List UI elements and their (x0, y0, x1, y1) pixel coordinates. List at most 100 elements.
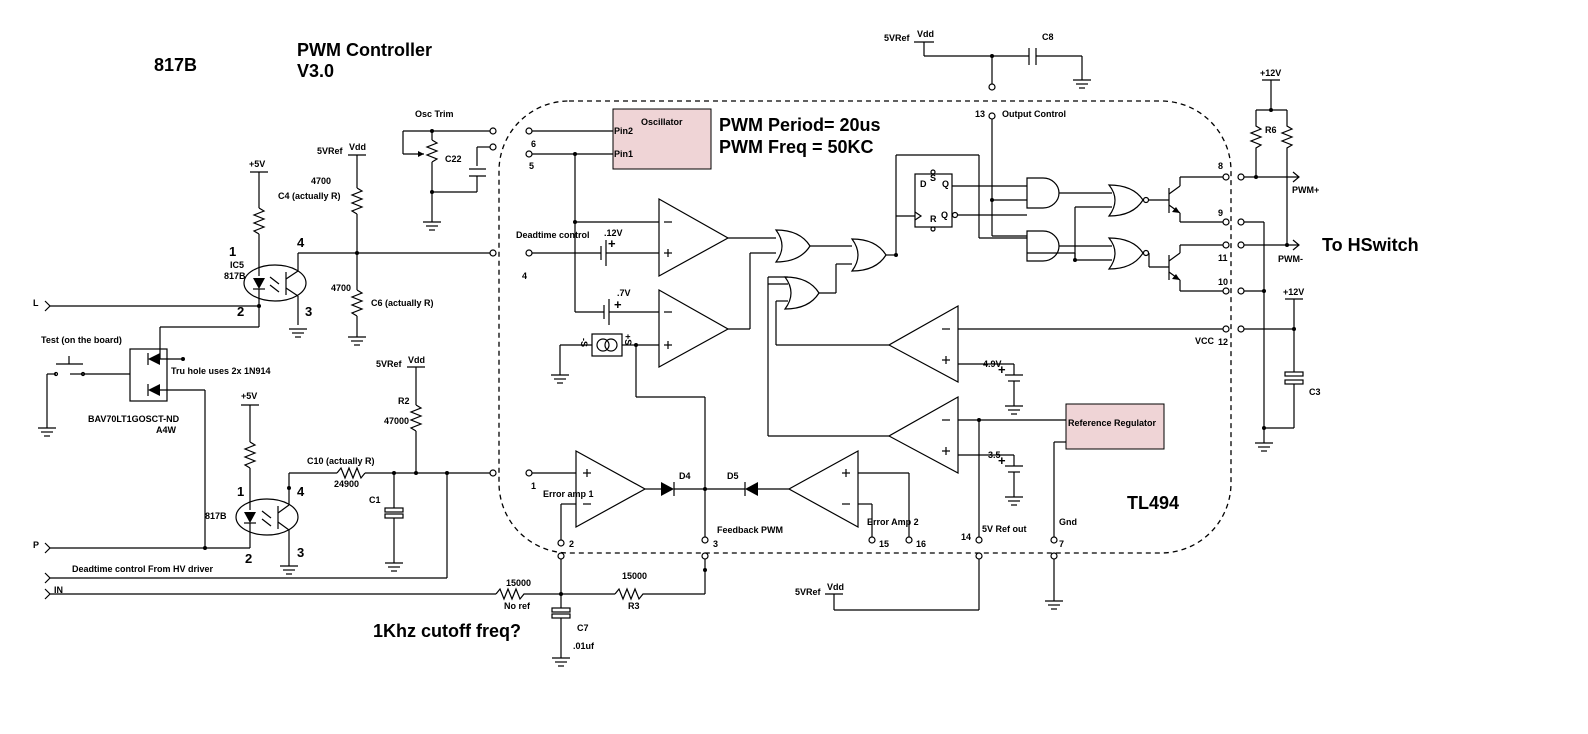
ic5-label: IC5 (230, 260, 244, 270)
pin11-label: 11 (1218, 253, 1228, 263)
pwm-minus-label: PWM- (1278, 254, 1303, 264)
osc-trim (402, 127, 497, 231)
v49-label: 4.9V (983, 359, 1002, 369)
pin15-label: 15 (879, 539, 889, 549)
pin14-label: 14 (961, 532, 971, 542)
output-control-label: Output Control (1002, 109, 1066, 119)
v7-plus: + (614, 297, 622, 312)
title-line2: V3.0 (297, 61, 334, 81)
error-amp2-label: Error Amp 2 (867, 517, 919, 527)
p5v-a-label: +5V (249, 159, 265, 169)
c7-value-label: .01uf (573, 641, 595, 651)
right-pins (958, 79, 1304, 452)
r4700a-label: 4700 (311, 176, 331, 186)
period-line2: PWM Freq = 50KC (719, 137, 874, 157)
title-line1: PWM Controller (297, 40, 432, 60)
ff-d-label: D (920, 179, 927, 189)
r47000-label: 47000 (384, 416, 409, 426)
r24900-label: 24900 (334, 479, 359, 489)
vref-c-label: 5VRef (376, 359, 403, 369)
v49-plus: + (998, 362, 1006, 377)
r15000b-label: 15000 (622, 571, 647, 581)
vdd-d-label: Vdd (827, 582, 844, 592)
oscillator-label: Oscillator (641, 117, 683, 127)
internal-comparators (887, 304, 1066, 540)
opto2-pin2-label: 2 (245, 551, 252, 566)
ff-qbar-label: Q (941, 210, 948, 220)
period-line1: PWM Period= 20us (719, 115, 881, 135)
pin6-label: 6 (531, 139, 536, 149)
opto2-pin3-label: 3 (297, 545, 304, 560)
vref-d-label: 5VRef (795, 587, 822, 597)
c8-label: C8 (1042, 32, 1054, 42)
bottom-pin-wiring (44, 559, 1063, 667)
opto-ic5 (44, 171, 497, 359)
to-hswitch-label: To HSwitch (1322, 235, 1419, 255)
oscillator-block (612, 108, 712, 170)
r15000a-label: 15000 (506, 578, 531, 588)
pin10-label: 10 (1218, 277, 1228, 287)
pin7-label: 7 (1059, 539, 1064, 549)
d4-label: D4 (679, 471, 691, 481)
c4-c6-network (348, 154, 366, 346)
c1-label: C1 (369, 495, 381, 505)
bav-label: BAV70LT1GOSCT-ND (88, 414, 180, 424)
c7-label: C7 (577, 623, 589, 633)
error-amp1-label: Error amp 1 (543, 489, 594, 499)
deadtime-control-label: Deadtime control (516, 230, 590, 240)
vref-b-label: 5VRef (317, 146, 344, 156)
opto2-pin4-label: 4 (297, 484, 305, 499)
vdd-a-label: Vdd (917, 29, 934, 39)
test-diode-block (38, 348, 206, 548)
osc-wiring (525, 127, 659, 313)
c3-label: C3 (1309, 387, 1321, 397)
pin3-label: 3 (713, 539, 718, 549)
pin8-label: 8 (1218, 161, 1223, 171)
v35-label: 3.5 (988, 450, 1001, 460)
c10-label: C10 (actually R) (307, 456, 375, 466)
c4-label: C4 (actually R) (278, 191, 341, 201)
chip-name: TL494 (1127, 493, 1179, 513)
chip-outline (498, 100, 1232, 554)
r3-label: R3 (628, 601, 640, 611)
opto-top-title: 817B (154, 55, 197, 75)
p12v-a-label: +12V (1260, 68, 1281, 78)
pin1-label: 1 (531, 481, 536, 491)
vcc-label: VCC (1195, 336, 1215, 346)
r2-label: R2 (398, 396, 410, 406)
pin9-label: 9 (1218, 208, 1223, 218)
deadtime-hv-label: Deadtime control From HV driver (72, 564, 214, 574)
pin2-label: 2 (569, 539, 574, 549)
pin4-label: 4 (522, 271, 527, 281)
gnd-label: Gnd (1059, 517, 1077, 527)
v12-label: .12V (604, 228, 623, 238)
ic5-pin3-label: 3 (305, 304, 312, 319)
s-plus-label: +S (623, 334, 633, 345)
a4w-label: A4W (156, 425, 177, 435)
r4700b-label: 4700 (331, 283, 351, 293)
c8-network (914, 41, 1091, 91)
ff-r-label: R (930, 214, 937, 224)
in-label: IN (54, 585, 63, 595)
pin5-label: 5 (529, 161, 534, 171)
logic-gates (767, 154, 1027, 437)
ic5-pin4-label: 4 (297, 235, 305, 250)
r6-label: R6 (1265, 125, 1277, 135)
deadtime-comparator (525, 197, 776, 278)
ic5-pin2-label: 2 (237, 304, 244, 319)
d5-label: D5 (727, 471, 739, 481)
vdd-b-label: Vdd (349, 142, 366, 152)
osc-pin1-label: Pin1 (614, 149, 633, 159)
ic5-type-label: 817B (224, 271, 246, 281)
tru-hole-label: Tru hole uses 2x 1N914 (171, 366, 271, 376)
output-control-wiring (988, 112, 996, 236)
pin16-label: 16 (916, 539, 926, 549)
no-ref-label: No ref (504, 601, 531, 611)
opto2-pin1-label: 1 (237, 484, 244, 499)
vdd-c-label: Vdd (408, 355, 425, 365)
vref-a-label: 5VRef (884, 33, 911, 43)
reference-regulator-label: Reference Regulator (1068, 418, 1157, 428)
v12-plus: + (608, 236, 616, 251)
opto2-label: 817B (205, 511, 227, 521)
